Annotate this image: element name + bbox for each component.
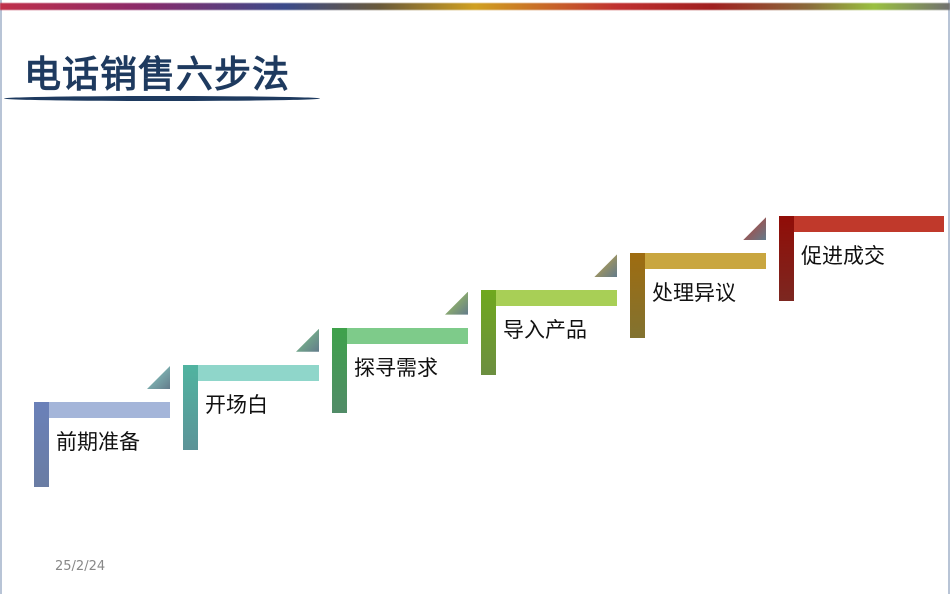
step-label: 前期准备 <box>56 430 140 454</box>
step-5: 处理异议 <box>630 253 766 339</box>
step-bar-vertical <box>481 290 496 376</box>
slide-title: 电话销售六步法 <box>24 53 290 96</box>
step-bar-vertical <box>183 364 198 450</box>
step-3: 探寻需求 <box>332 327 468 413</box>
step-bar-vertical <box>332 327 347 413</box>
step-bar-horizontal <box>34 402 170 418</box>
step-2: 开场白 <box>183 364 319 450</box>
step-6: 促进成交 <box>779 216 944 301</box>
step-label: 开场白 <box>205 392 268 417</box>
step-bar-horizontal <box>332 327 468 344</box>
step-1: 前期准备 <box>34 402 170 487</box>
slide-date: 25/2/24 <box>55 559 106 574</box>
step-label: 促进成交 <box>801 244 885 268</box>
step-label: 探寻需求 <box>354 355 438 380</box>
title-underline <box>4 96 320 101</box>
step-bar-vertical <box>34 402 49 487</box>
step-bar-horizontal <box>183 364 319 381</box>
step-4: 导入产品 <box>481 290 617 376</box>
step-label: 处理异议 <box>652 281 736 306</box>
step-label: 导入产品 <box>503 318 587 343</box>
step-bar-horizontal <box>481 290 617 307</box>
step-bar-horizontal <box>630 253 766 270</box>
step-bar-vertical <box>630 253 645 339</box>
step-bar-vertical <box>779 216 794 301</box>
decorative-top-bar <box>0 3 950 10</box>
step-bar-horizontal <box>779 216 944 232</box>
